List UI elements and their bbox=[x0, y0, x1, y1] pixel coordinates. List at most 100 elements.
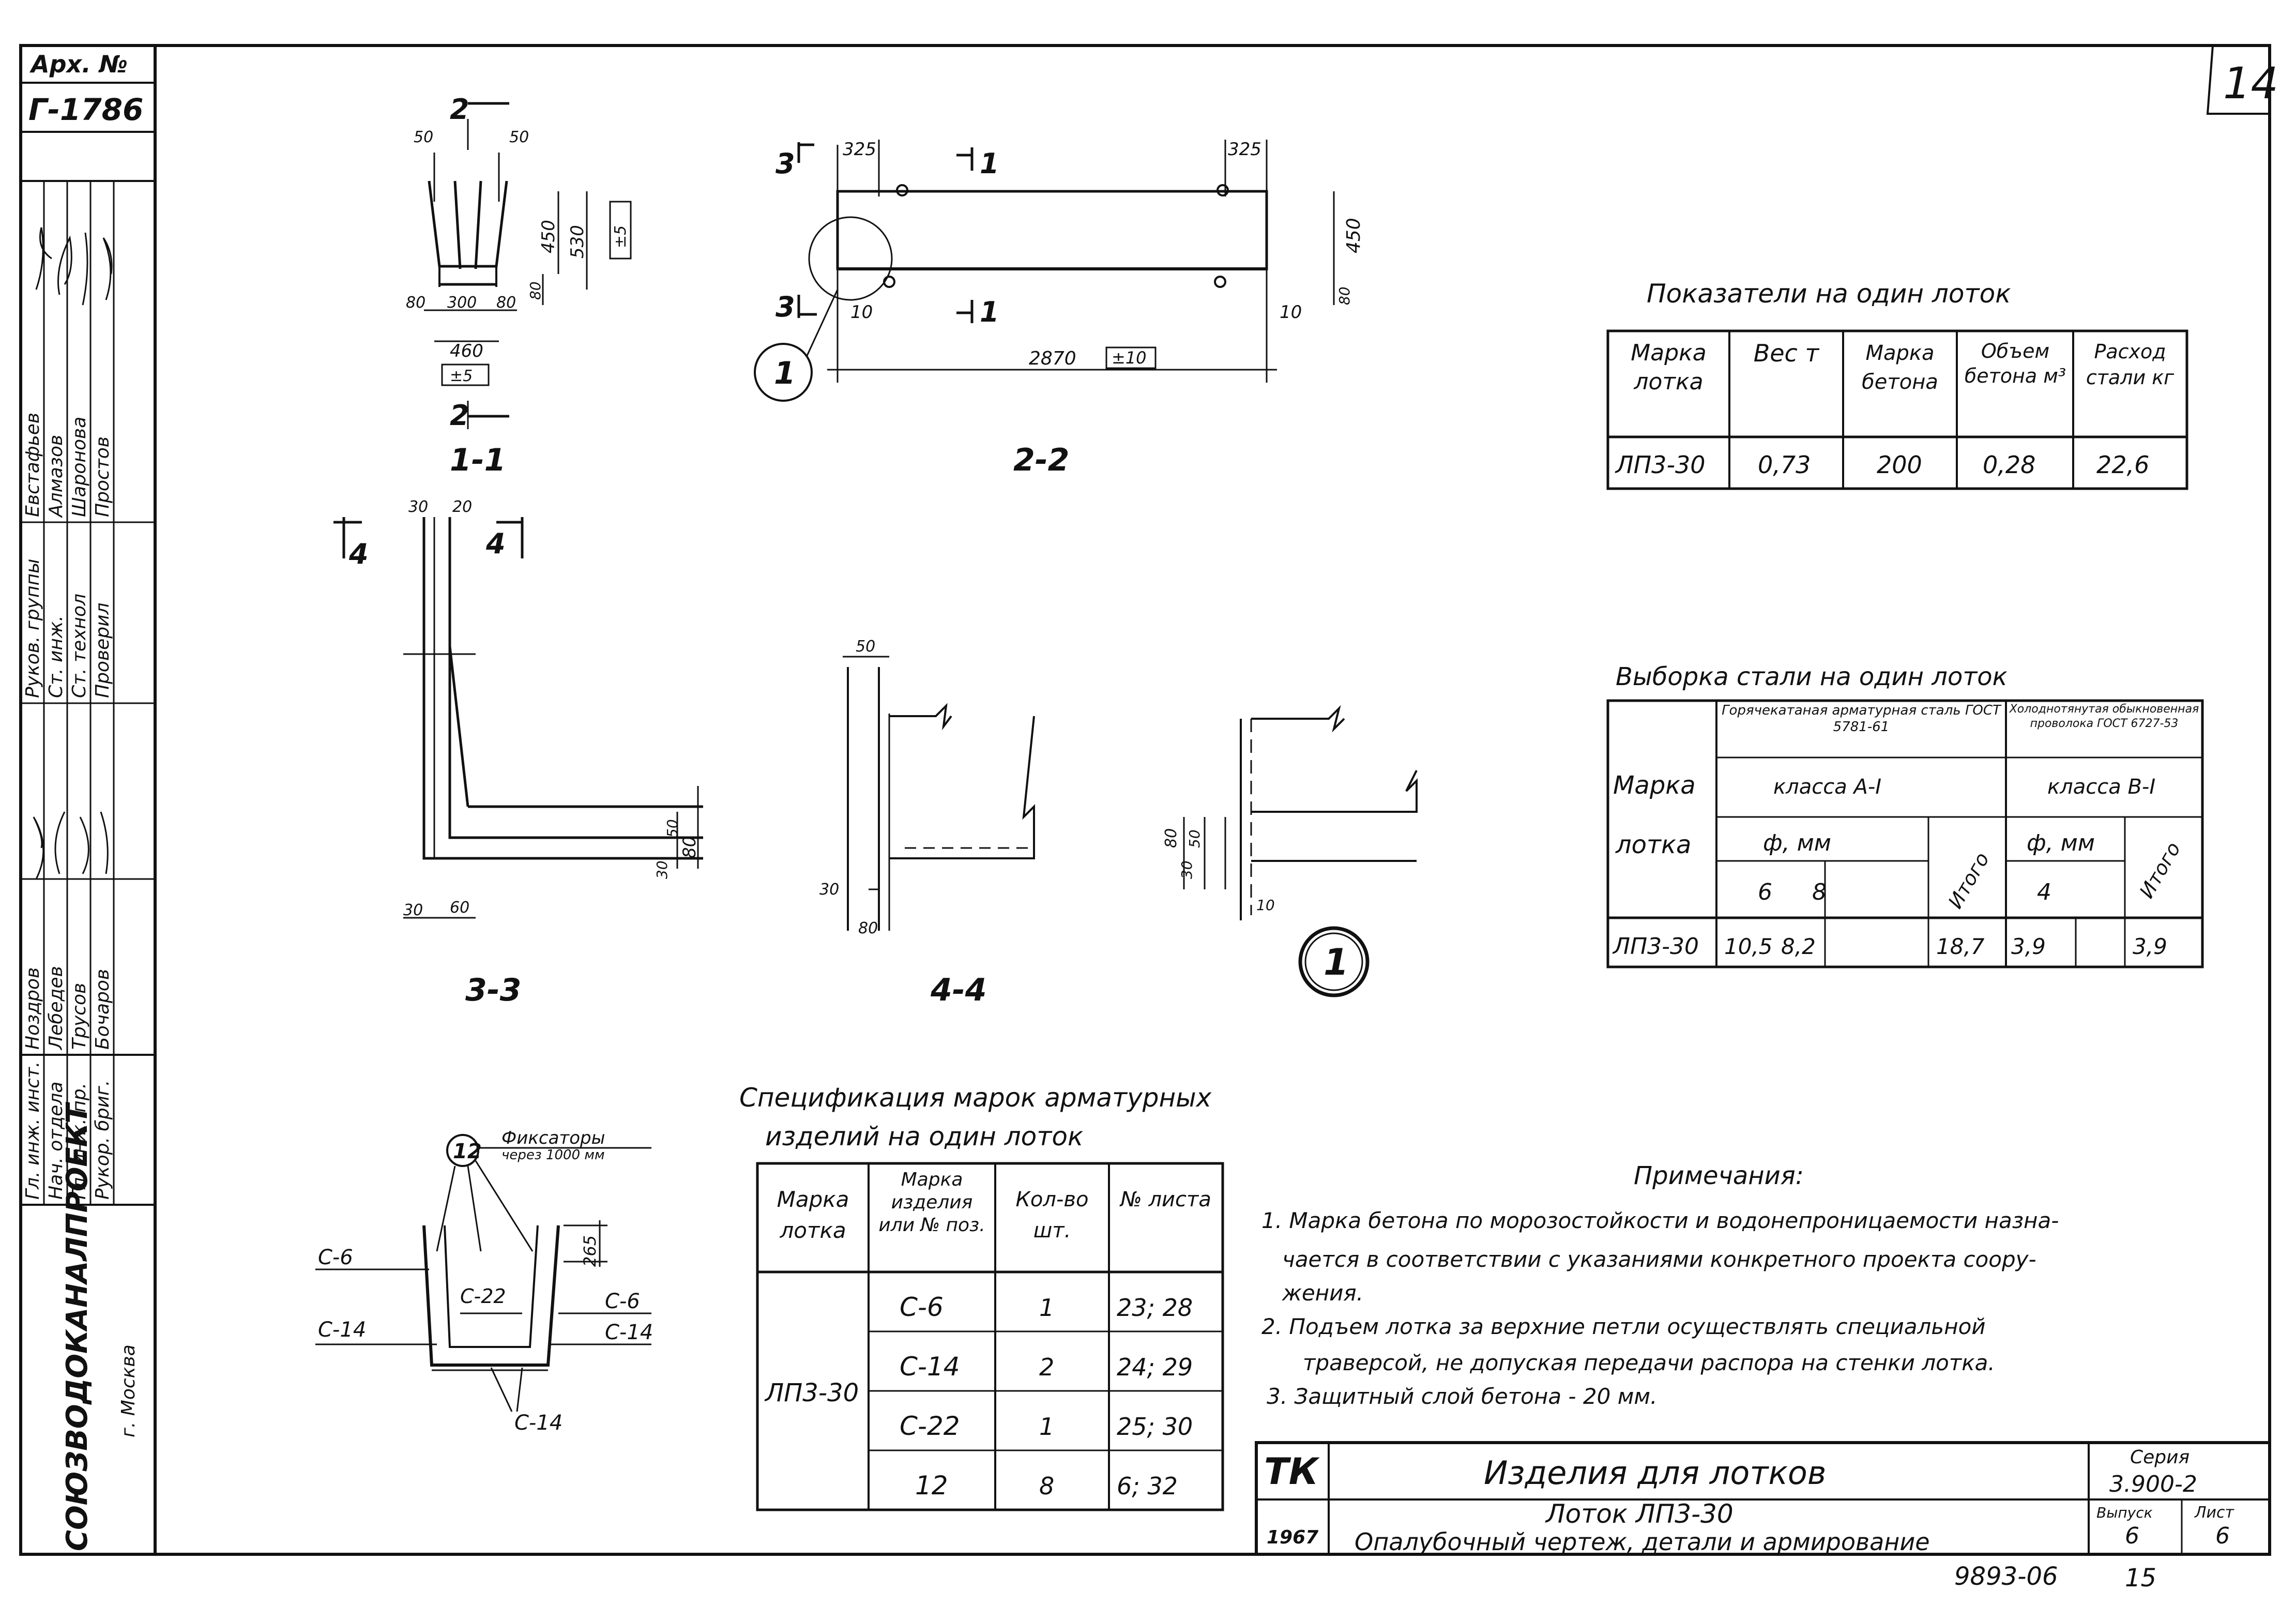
section-label: 2-2 bbox=[1013, 442, 1069, 478]
rebar-label: С-14 bbox=[605, 1321, 653, 1344]
callout-number: 12 bbox=[453, 1140, 482, 1163]
spec-qty: 2 bbox=[1039, 1353, 1054, 1381]
header-cell: Марка изделия или № поз. bbox=[878, 1169, 985, 1236]
size-cell: 8 bbox=[1812, 879, 1827, 905]
steel-table: Выборка стали на один лоток Горячекатана… bbox=[1606, 662, 2204, 968]
rebar-label: С-14 bbox=[318, 1318, 366, 1342]
spec-sheet: 25; 30 bbox=[1117, 1413, 1193, 1441]
steel-title: Выборка стали на один лоток bbox=[1616, 662, 2008, 691]
section-4-4: 50 30 80 4-4 bbox=[819, 638, 1035, 1008]
document-subtitle: Опалубочный чертеж, детали и армирование bbox=[1355, 1528, 1930, 1556]
dim-label: 450 bbox=[1343, 218, 1364, 253]
dim-label: 80 bbox=[858, 919, 878, 937]
cut-mark: 2 bbox=[450, 399, 469, 432]
archive-number: Г-1786 bbox=[28, 92, 143, 127]
dim-label: 20 bbox=[452, 498, 472, 516]
header-cell: Объем бетона м³ bbox=[1964, 340, 2066, 387]
dim-label: 50 bbox=[414, 128, 433, 146]
dim-label: 30 bbox=[1178, 860, 1195, 879]
issue-label: Выпуск bbox=[2096, 1504, 2153, 1521]
dim-label: 80 bbox=[496, 294, 516, 312]
spec-qty: 1 bbox=[1039, 1294, 1054, 1322]
tolerance-label: ±10 bbox=[1112, 348, 1147, 368]
indicators-title: Показатели на один лоток bbox=[1647, 279, 2011, 309]
rebar-label: С-6 bbox=[605, 1290, 640, 1313]
steel-group-header: Горячекатаная арматурная сталь ГОСТ 5781… bbox=[1722, 703, 2001, 735]
doc-number: 9893-06 bbox=[1954, 1562, 2058, 1591]
steel-class: класса А-I bbox=[1773, 775, 1881, 799]
note-line: 3. Защитный слой бетона - 20 мм. bbox=[1267, 1384, 1657, 1409]
stamp-role: Проверил bbox=[92, 602, 113, 698]
diameter-header: ф, мм bbox=[2027, 830, 2095, 856]
year-label: 1967 bbox=[1267, 1527, 1318, 1548]
spec-sheet: 23; 28 bbox=[1117, 1294, 1193, 1322]
cut-mark: 2 bbox=[450, 93, 469, 126]
note-line: чается в соответствии с указаниями конкр… bbox=[1282, 1247, 2036, 1272]
stamp-role: Руков. группы bbox=[22, 559, 43, 698]
cell: ЛП3-30 bbox=[1612, 933, 1699, 960]
cell: 0,73 bbox=[1758, 451, 1811, 479]
notes: Примечания: 1. Марка бетона по морозосто… bbox=[1261, 1161, 2059, 1409]
sheet-number: 6 bbox=[2215, 1523, 2230, 1549]
footer-page: 15 bbox=[2125, 1564, 2156, 1593]
dim-label: 30 bbox=[408, 498, 428, 516]
cell: ЛП3-30 bbox=[1615, 451, 1706, 479]
notes-title: Примечания: bbox=[1634, 1161, 1804, 1190]
spec-qty: 8 bbox=[1039, 1472, 1054, 1500]
steel-class: класса В-I bbox=[2047, 775, 2155, 799]
cell: 10,5 bbox=[1724, 934, 1773, 959]
signature bbox=[33, 811, 109, 880]
cell: 0,28 bbox=[1983, 451, 2035, 479]
spec-title: изделий на один лоток bbox=[765, 1122, 1083, 1152]
note-line: 2. Подъем лотка за верхние петли осущест… bbox=[1261, 1314, 1986, 1339]
rebar-label: С-6 bbox=[318, 1246, 353, 1269]
organization-name: СОЮЗВОДОКАНАЛПРОЕКТ bbox=[60, 1102, 94, 1551]
total-header: Итого bbox=[1944, 849, 1994, 912]
detail-1: 80 50 30 10 1 bbox=[1162, 705, 1418, 997]
series-label: Серия bbox=[2130, 1447, 2189, 1468]
total-header: Итого bbox=[2135, 838, 2185, 902]
note-line: траверсой, не допуская передачи распора … bbox=[1303, 1350, 1995, 1375]
stamp-role: Ст. технол bbox=[69, 594, 90, 698]
dim-label: 60 bbox=[450, 899, 469, 917]
stamp-role: Рукор. бриг. bbox=[92, 1080, 113, 1200]
document-title: Изделия для лотков bbox=[1484, 1454, 1826, 1492]
fixators-label: Фиксаторы bbox=[501, 1128, 605, 1148]
mark-header: лотка bbox=[1615, 830, 1691, 859]
stamp-name: Ноздров bbox=[22, 967, 43, 1050]
dim-label: 2870 bbox=[1029, 348, 1076, 369]
dim-label: 460 bbox=[450, 341, 483, 361]
note-line: жения. bbox=[1282, 1280, 1363, 1306]
left-stamp: Арх. № Г-1786 Гл. инж. инст. Нач. отдела… bbox=[19, 44, 157, 1556]
diameter-header: ф, мм bbox=[1763, 830, 1831, 856]
section-label: 1-1 bbox=[450, 442, 506, 478]
dim-label: 10 bbox=[850, 302, 873, 323]
steel-group-header: Холоднотянутая обыкновенная проволока ГО… bbox=[2009, 703, 2199, 730]
section-3-3: 4 4 30 20 50 80 30 30 60 3-3 bbox=[333, 498, 703, 1008]
cut-mark: 4 bbox=[348, 538, 369, 570]
stamp-name: Трусов bbox=[69, 983, 90, 1050]
dim-label: 300 bbox=[447, 294, 477, 312]
rebar-label: С-22 bbox=[460, 1285, 506, 1308]
cell: 3,9 bbox=[2133, 934, 2167, 959]
fixators-step: через 1000 мм bbox=[501, 1147, 605, 1163]
section-label: 4-4 bbox=[930, 972, 986, 1008]
section-label: 3-3 bbox=[465, 972, 521, 1008]
spec-item: С-14 bbox=[900, 1352, 960, 1382]
dim-label: 450 bbox=[538, 220, 559, 253]
tolerance-label: ±5 bbox=[450, 367, 473, 385]
reinforcement-section: 12 Фиксаторы через 1000 мм С-6 С-14 С-22… bbox=[315, 1128, 653, 1435]
dim-label: 80 bbox=[1336, 286, 1353, 305]
cut-mark: 3 bbox=[776, 147, 795, 180]
callout-number: 1 bbox=[774, 355, 796, 391]
cell: 8,2 bbox=[1781, 934, 1816, 959]
stamp-role: Ст. инж. bbox=[45, 615, 67, 698]
dim-label: 50 bbox=[1186, 829, 1203, 848]
sheet-label: Лист bbox=[2194, 1504, 2235, 1522]
spec-table: Спецификация марок арматурных изделий на… bbox=[739, 1083, 1224, 1511]
spec-qty: 1 bbox=[1039, 1413, 1054, 1441]
cell: 22,6 bbox=[2096, 451, 2149, 479]
spec-tray: ЛП3-30 bbox=[764, 1378, 859, 1407]
dim-label: 80 bbox=[1162, 828, 1180, 848]
